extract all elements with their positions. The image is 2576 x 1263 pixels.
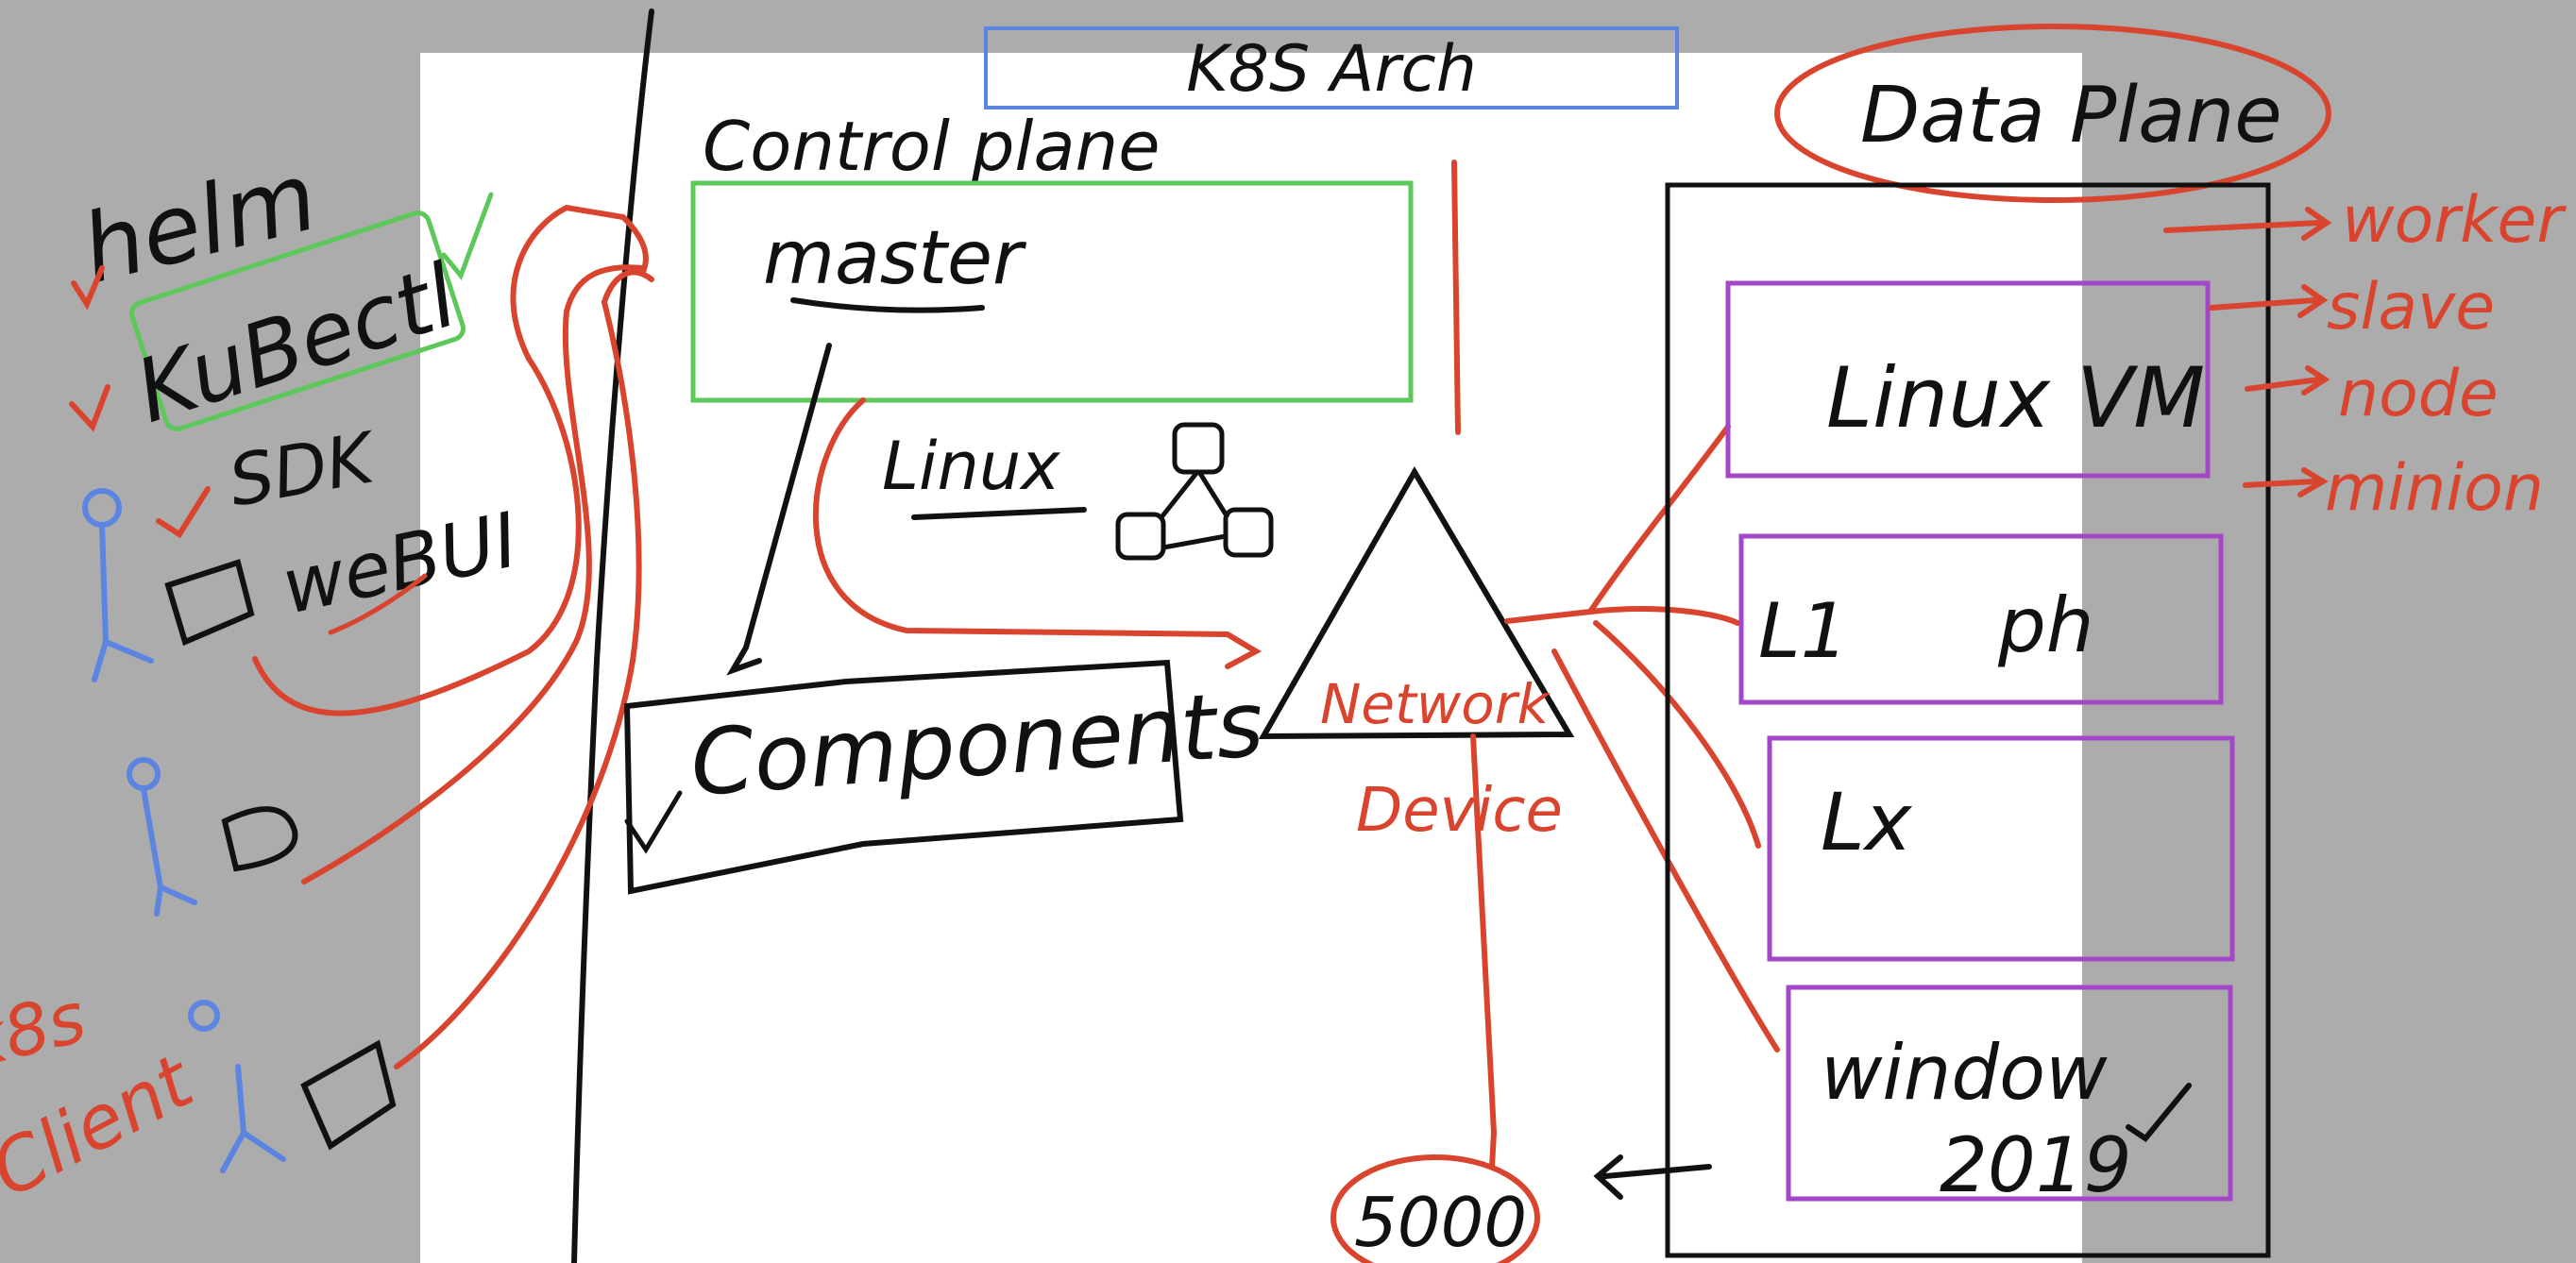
master-underline [790,297,985,313]
plane-divider [1451,160,1461,435]
user-icon-1 [82,488,154,682]
sdk-label: SDK [223,417,383,523]
data-plane-oval [1774,24,2331,203]
alias-arrows [2163,207,2332,497]
node-windows-label: window [1821,1029,2108,1117]
alias-worker: worker [2342,183,2567,258]
laptop-icon-3 [300,1039,397,1151]
master-label: master [763,216,1027,301]
alias-slave: slave [2327,270,2495,345]
alias-node: node [2338,357,2499,431]
master-to-components-arrow [726,343,832,676]
k8s-client-label: k8s [0,977,93,1086]
data-plane-box [1665,182,2271,1258]
title-box [984,26,1679,109]
helm-label: helm [72,141,328,305]
laptop-icon-1 [164,559,255,647]
node-windows-version: 2019 [1940,1121,2132,1209]
node-linux-vm [1725,280,2211,479]
laptop-icon-2 [221,806,298,872]
title-text: K8S Arch [1186,32,1477,107]
node-l1-label: L1 [1758,587,1848,675]
check-icon-kubectl-green [441,192,494,280]
port-circle [1330,1154,1540,1263]
control-plane-label: Control plane [703,107,1161,186]
network-to-port-line [1470,733,1498,1170]
node-l1 [1738,533,2224,705]
network-label: Network [1320,672,1551,736]
linux-label: Linux [882,428,1060,505]
node-ph-label: ph [1997,581,2093,669]
user-icon-3 [188,1000,286,1173]
port-arrow [1593,1154,1712,1200]
data-plane-label: Data Plane [1860,71,2282,160]
node-lx [1767,735,2235,962]
master-to-network-connector [812,397,1263,669]
client-connectors [252,204,654,1069]
components-box [623,659,1184,895]
canvas-area [420,53,2082,1263]
node-windows [1786,985,2233,1202]
check-icon-windows [2126,1083,2192,1143]
check-icon-kubectl [69,384,110,432]
cluster-icon [1115,422,1274,561]
port-label: 5000 [1354,1183,1527,1262]
device-label: Device [1356,776,1563,846]
linux-underline [911,507,1087,520]
network-device-triangle [1258,466,1575,740]
node-lx-label: Lx [1821,776,1913,868]
check-icon-sdk [156,486,211,539]
user-icon-2 [127,757,197,917]
webui-underline [328,573,428,635]
separator-line [571,8,654,1263]
node-linux-vm-label: Linux VM [1826,349,2205,446]
network-to-nodes-connectors [1504,424,1780,1052]
master-box [690,180,1414,403]
alias-minion: minion [2325,451,2544,526]
kubectl-box [129,210,466,431]
components-check [624,790,683,854]
check-icon-helm [71,265,105,311]
